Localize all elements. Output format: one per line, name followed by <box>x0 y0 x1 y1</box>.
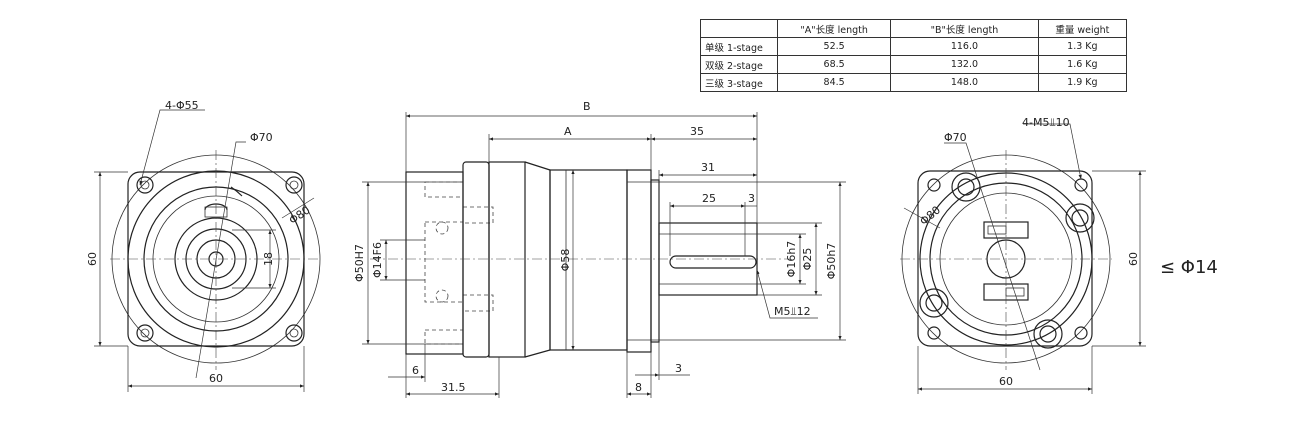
right-rear-view: 4-M5⫫10 Φ70 Φ80 60 60 <box>900 116 1146 394</box>
dim-6: 6 <box>412 364 419 377</box>
ring <box>462 161 490 358</box>
mount-threads <box>927 178 1088 340</box>
dim-3-top: 3 <box>748 192 755 205</box>
arc-detail <box>230 186 243 197</box>
dim-phi25: Φ25 <box>801 248 814 271</box>
width-label: 60 <box>209 372 223 385</box>
shaft-keyway <box>669 255 757 269</box>
dim-25: 25 <box>702 192 716 205</box>
dim-8: 8 <box>635 381 642 394</box>
table-cell-weight: 1.9 Kg <box>1037 73 1128 92</box>
gear-body <box>488 161 526 358</box>
dim-A: A <box>564 125 572 138</box>
dim-31-5: 31.5 <box>441 381 466 394</box>
pcd-label: Φ70 <box>250 131 273 144</box>
dim-phi50h7-right: Φ50h7 <box>825 243 838 280</box>
motor-shaft-note: ≤ Φ14 <box>1160 257 1218 278</box>
dim-phi16h7: Φ16h7 <box>785 241 798 278</box>
dim-31: 31 <box>701 161 715 174</box>
spec-table: "A"长度 length "B"长度 length 重量 weight 单级 1… <box>699 19 1128 92</box>
width-label: 60 <box>999 375 1013 388</box>
dim-m5: M5⫫12 <box>774 305 811 318</box>
dim-phi14f6: Φ14F6 <box>371 242 384 278</box>
table-cell-a: 84.5 <box>777 73 892 92</box>
dim-3-bottom: 3 <box>675 362 682 375</box>
outer-diameter-label: Φ80 <box>917 204 943 229</box>
left-front-view: 4-Φ55 Φ70 Φ80 18 60 60 <box>86 99 321 392</box>
table-row: 三级 3-stage 84.5 148.0 1.9 Kg <box>699 73 1128 92</box>
table-cell-stage: 三级 3-stage <box>699 73 779 92</box>
holes-label: 4-Φ55 <box>165 99 199 112</box>
thread-label: 4-M5⫫10 <box>1022 116 1070 129</box>
mount-holes <box>136 176 303 342</box>
height-label: 60 <box>1127 252 1140 266</box>
dim-phi58: Φ58 <box>559 249 572 272</box>
pcd-label: Φ70 <box>944 131 967 144</box>
dim-phi50h7-left: Φ50H7 <box>353 244 366 282</box>
dim-35: 35 <box>690 125 704 138</box>
output-flange <box>626 169 652 353</box>
side-view: B A 35 31 25 3 Φ50H7 Φ14F6 Φ58 Φ16h7 Φ25… <box>353 100 846 398</box>
height-label: 60 <box>86 252 99 266</box>
outer-diameter-label: Φ80 <box>287 203 313 227</box>
inner-width-label: 18 <box>262 252 275 266</box>
adapter-bosses <box>919 172 1095 349</box>
adapter-flange <box>405 171 464 355</box>
spec-table-header: "A"长度 length "B"长度 length 重量 weight <box>699 19 1128 38</box>
dim-B: B <box>583 100 591 113</box>
